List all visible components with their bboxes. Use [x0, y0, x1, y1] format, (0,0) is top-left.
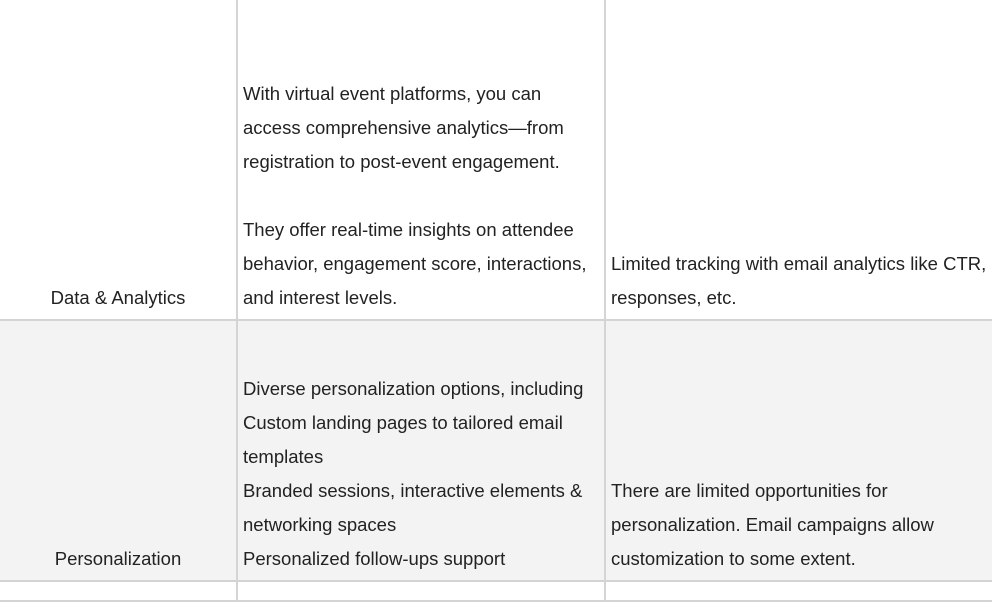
virtual-cell — [236, 580, 606, 602]
virtual-line: Custom landing pages to tailored email t… — [243, 412, 563, 467]
feature-label: Personalization — [54, 548, 182, 569]
virtual-cell: With virtual event platforms, you can ac… — [236, 0, 606, 321]
feature-label: Data & Analytics — [50, 287, 186, 308]
email-text: There are limited opportunities for pers… — [611, 480, 934, 569]
table-row-personalization: Personalization Diverse personalization … — [0, 319, 992, 582]
email-text: Limited tracking with email analytics li… — [611, 253, 987, 308]
feature-cell — [0, 580, 238, 602]
virtual-line: Personalized follow-ups support — [243, 548, 506, 569]
virtual-line: Diverse personalization options, includi… — [243, 378, 584, 399]
virtual-line: Branded sessions, interactive elements &… — [243, 480, 583, 535]
feature-cell: Data & Analytics — [0, 0, 238, 321]
virtual-paragraph: They offer real-time insights on attende… — [243, 219, 587, 308]
virtual-paragraph: With virtual event platforms, you can ac… — [243, 83, 564, 172]
feature-cell: Personalization — [0, 319, 238, 582]
table-row-next — [0, 580, 992, 602]
virtual-cell: Diverse personalization options, includi… — [236, 319, 606, 582]
email-cell: Limited tracking with email analytics li… — [604, 0, 992, 321]
email-cell: There are limited opportunities for pers… — [604, 319, 992, 582]
email-cell — [604, 580, 992, 602]
table-row-data-analytics: Data & Analytics With virtual event plat… — [0, 0, 992, 321]
